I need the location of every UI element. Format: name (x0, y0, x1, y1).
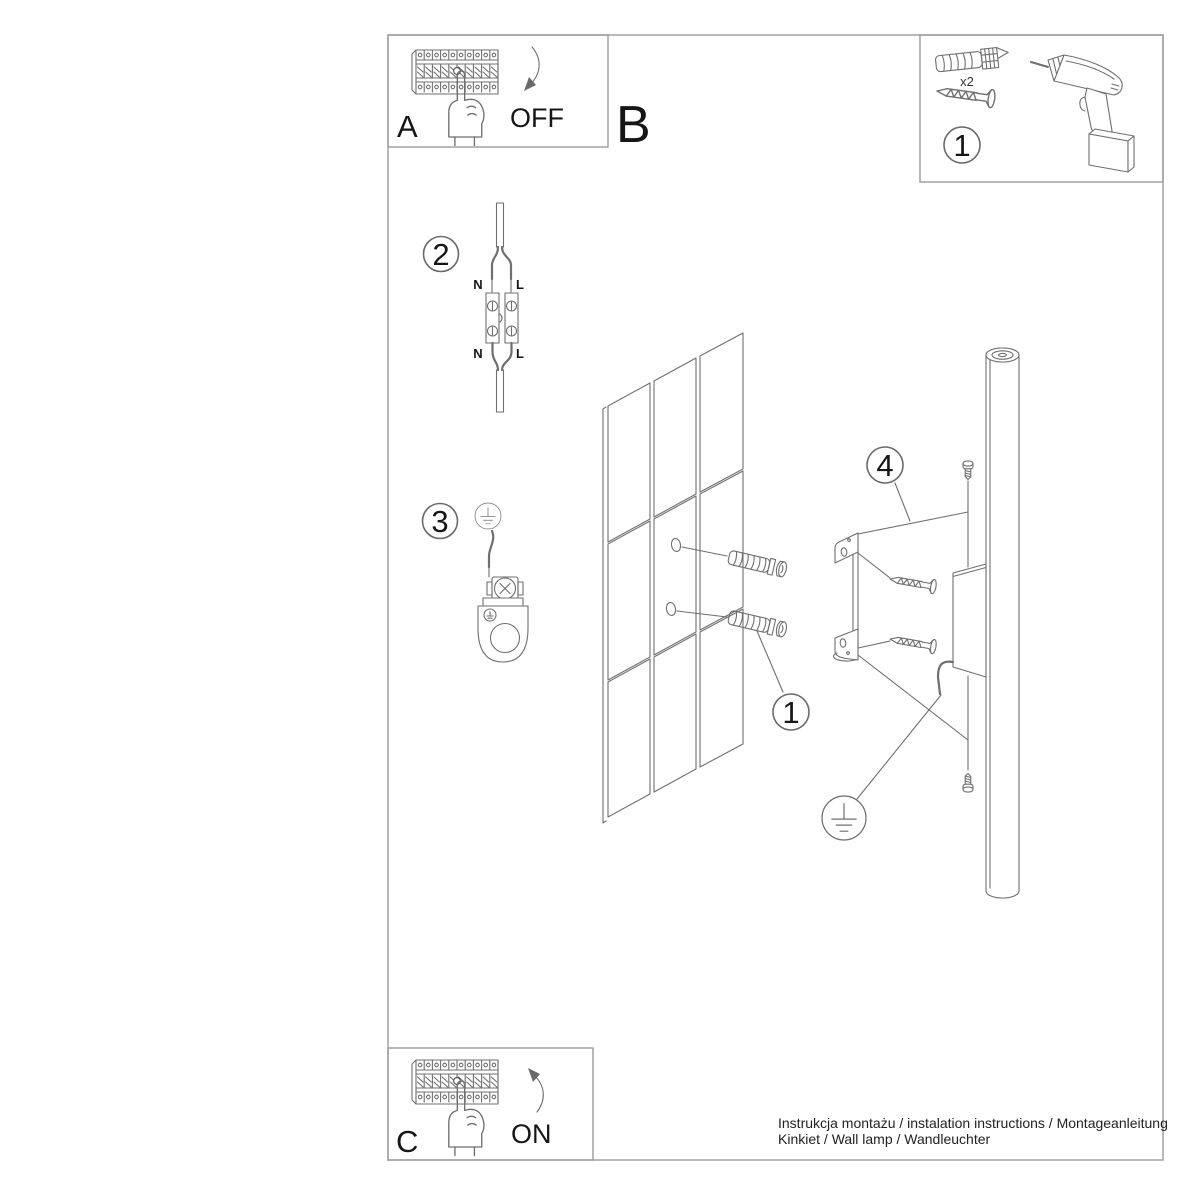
step-3-number: 3 (431, 504, 448, 539)
parts-callout-number: 1 (953, 128, 970, 163)
earth-wire-icon (487, 529, 495, 569)
step-2-number: 2 (432, 237, 449, 272)
earth-terminal-icon (486, 576, 524, 601)
assembly-diagram: 4 1 (602, 332, 1020, 899)
callout-circle-1 (943, 126, 981, 164)
terminal-n-bottom: N (473, 346, 482, 361)
lamp-mount-box (952, 563, 987, 678)
step-3-earthing: 3 (421, 502, 529, 663)
panel-c-state: ON (511, 1119, 552, 1149)
bracket-screw-bottom (888, 631, 938, 655)
earth-wire-hook (936, 660, 955, 696)
circuit-breaker-icon-c (412, 1060, 498, 1104)
terminal-l-bottom: L (516, 346, 524, 361)
callout-circle-4 (866, 446, 904, 484)
callout-circle-1-main (772, 693, 810, 731)
step-2-wiring: 2 N L N L (422, 202, 524, 413)
power-cable-bottom-icon (491, 341, 513, 413)
panel-a: A OFF (397, 46, 564, 147)
panel-c-label: C (396, 1124, 418, 1159)
power-cable-icon (490, 202, 513, 293)
fixing-screw-bottom (962, 772, 974, 793)
mounting-plate-icon (477, 597, 529, 663)
earth-symbol-icon (474, 502, 502, 530)
footer-line-2: Kinkiet / Wall lamp / Wandleuchter (778, 1131, 990, 1147)
footer-line-1: Instrukcja montażu / instalation instruc… (778, 1115, 1168, 1131)
leader-lines (756, 480, 969, 800)
lamp-tube (985, 347, 1020, 899)
on-arrow-icon (528, 1068, 544, 1113)
terminal-block-icon (485, 292, 519, 344)
tiled-wall (602, 332, 744, 824)
fixing-screw-top (962, 460, 974, 481)
panel-a-frame (387, 34, 609, 148)
wall-hole-bottom (665, 602, 677, 616)
parts-panel-frame (919, 34, 1164, 183)
section-b-label: B (616, 96, 651, 154)
terminal-n-top: N (473, 277, 482, 292)
bracket-screw-top (888, 571, 938, 595)
callout-circle-3 (421, 502, 459, 540)
expansion-plug-top (726, 548, 789, 579)
off-arrow-icon (524, 46, 540, 91)
parts-panel: x2 1 (934, 45, 1135, 173)
drill-icon (1030, 54, 1135, 173)
circuit-breaker-icon (412, 50, 498, 94)
callout-circle-2 (422, 235, 460, 273)
terminal-l-top: L (516, 277, 524, 292)
hole-guide-lines (676, 546, 728, 618)
panel-a-state: OFF (510, 103, 564, 133)
earth-symbol-icon-large (821, 795, 867, 841)
panel-c-frame (387, 1047, 594, 1161)
bracket-callout-number: 4 (876, 448, 893, 483)
wall-plug-icon (934, 45, 1011, 75)
wall-hole-top (670, 538, 682, 552)
footer: Instrukcja montażu / instalation instruc… (778, 1115, 1168, 1147)
mounting-bracket (833, 532, 859, 662)
section-b-frame (387, 34, 1164, 1161)
panel-c: C ON (396, 1060, 552, 1159)
panel-a-label: A (397, 109, 418, 144)
quantity-label: x2 (960, 74, 974, 89)
plug-callout-number: 1 (782, 695, 799, 730)
